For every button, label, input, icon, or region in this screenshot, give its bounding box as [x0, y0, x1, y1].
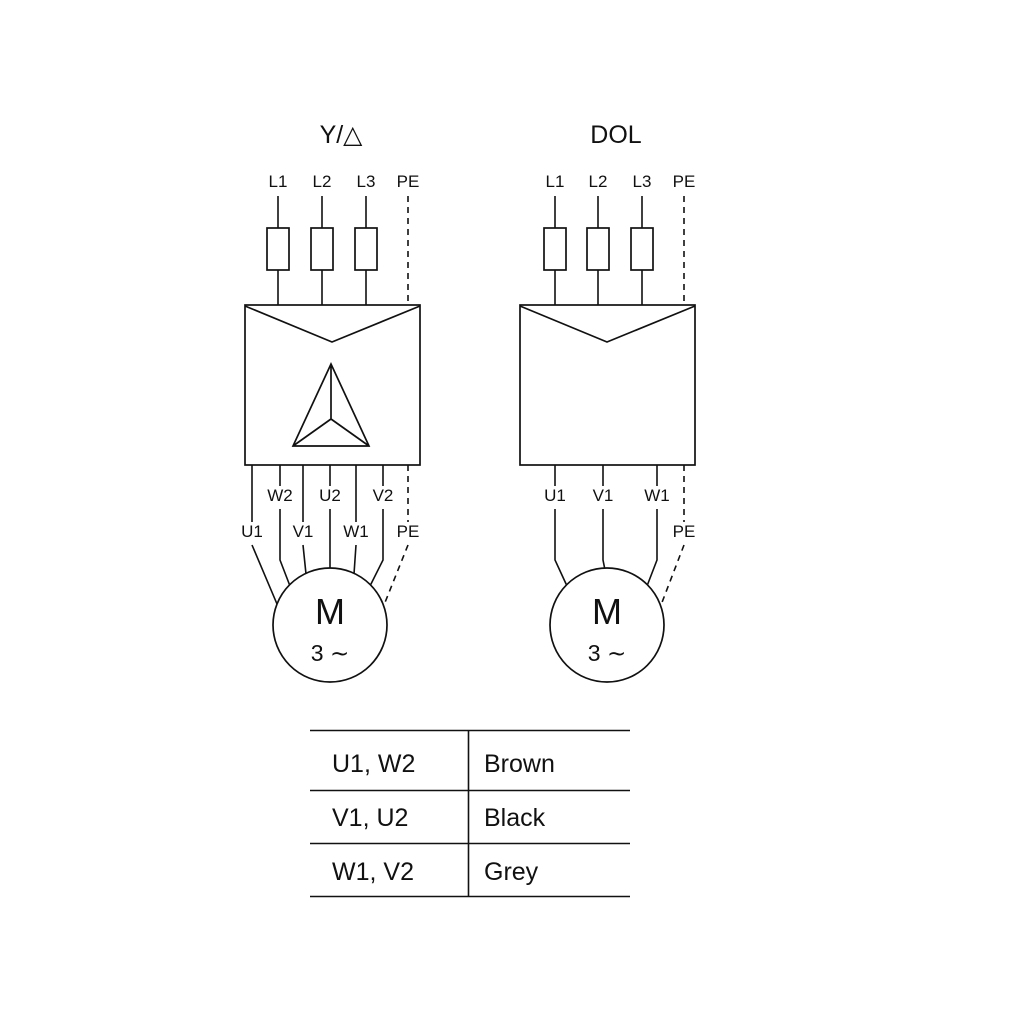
dol-output-label-v1: V1: [593, 486, 614, 505]
dol-fuse-l1: [543, 227, 567, 271]
star-delta-supply-label-l3: L3: [357, 172, 376, 191]
star-delta-title: Y/△: [320, 121, 364, 149]
star-delta-output-label-u1: U1: [241, 522, 263, 541]
star-delta-output-label-u2: U2: [319, 486, 341, 505]
star-delta-output-label-pe: PE: [397, 522, 420, 541]
dol-output-pe-lower: [660, 544, 685, 606]
star-delta-supply-label-l1: L1: [269, 172, 288, 191]
wire-color-table: U1, W2 Brown V1, U2 Black W1, V2 Grey: [310, 729, 630, 898]
star-delta-starter-box: [244, 304, 421, 466]
star-delta-fuse-l1: [266, 227, 290, 271]
table-row2-terminals: V1, U2: [332, 804, 408, 832]
star-delta-fuse-l2: [310, 227, 334, 271]
star-delta-fuse-l3: [354, 227, 378, 271]
dol-supply-label-pe: PE: [673, 172, 696, 191]
table-row3-color: Grey: [484, 858, 539, 886]
dol-title: DOL: [590, 121, 642, 149]
star-delta-output-label-v2: V2: [373, 486, 394, 505]
dol-starter-box: [519, 304, 696, 466]
table-row2-color: Black: [484, 804, 546, 832]
dol-motor-phases: 3 ∼: [588, 640, 626, 666]
dol-fuse-l3: [630, 227, 654, 271]
star-delta-output-pe-lower: [383, 544, 409, 606]
star-delta-motor-phases: 3 ∼: [311, 640, 349, 666]
star-delta-output-label-w1: W1: [343, 522, 369, 541]
star-delta-motor-circle: [272, 567, 388, 683]
dol-supply-label-l2: L2: [589, 172, 608, 191]
dol-output-label-u1: U1: [544, 486, 566, 505]
dol-diagram: DOL L1 L2 L3 PE U1 V1 W1 PE M 3 ∼: [519, 121, 696, 683]
table-row1-color: Brown: [484, 750, 555, 778]
wire-color-table-grid: [310, 729, 630, 898]
dol-fuse-l2: [586, 227, 610, 271]
dol-output-label-w1: W1: [644, 486, 670, 505]
dol-output-wires-lower: [554, 509, 658, 587]
delta-symbol: [291, 361, 371, 447]
dol-supply-label-l3: L3: [633, 172, 652, 191]
star-delta-motor-letter: M: [315, 591, 345, 632]
star-delta-output-wires-upper: [251, 465, 384, 522]
star-delta-starter-notch: [244, 305, 421, 343]
star-delta-output-wires-lower: [251, 509, 384, 605]
dol-output-wires-upper: [554, 465, 658, 486]
star-delta-supply-label-pe: PE: [397, 172, 420, 191]
dol-output-label-pe: PE: [673, 522, 696, 541]
dol-motor-circle: [549, 567, 665, 683]
table-row1-terminals: U1, W2: [332, 750, 415, 778]
star-delta-diagram: Y/△ L1 L2 L3 PE W2 U2 V2 U1 V1 W1 PE: [241, 121, 421, 683]
table-row3-terminals: W1, V2: [332, 858, 414, 886]
star-delta-supply-label-l2: L2: [313, 172, 332, 191]
dol-motor-letter: M: [592, 591, 622, 632]
star-delta-output-label-w2: W2: [267, 486, 293, 505]
dol-supply-label-l1: L1: [546, 172, 565, 191]
star-delta-output-label-v1: V1: [293, 522, 314, 541]
dol-starter-notch: [519, 305, 696, 343]
